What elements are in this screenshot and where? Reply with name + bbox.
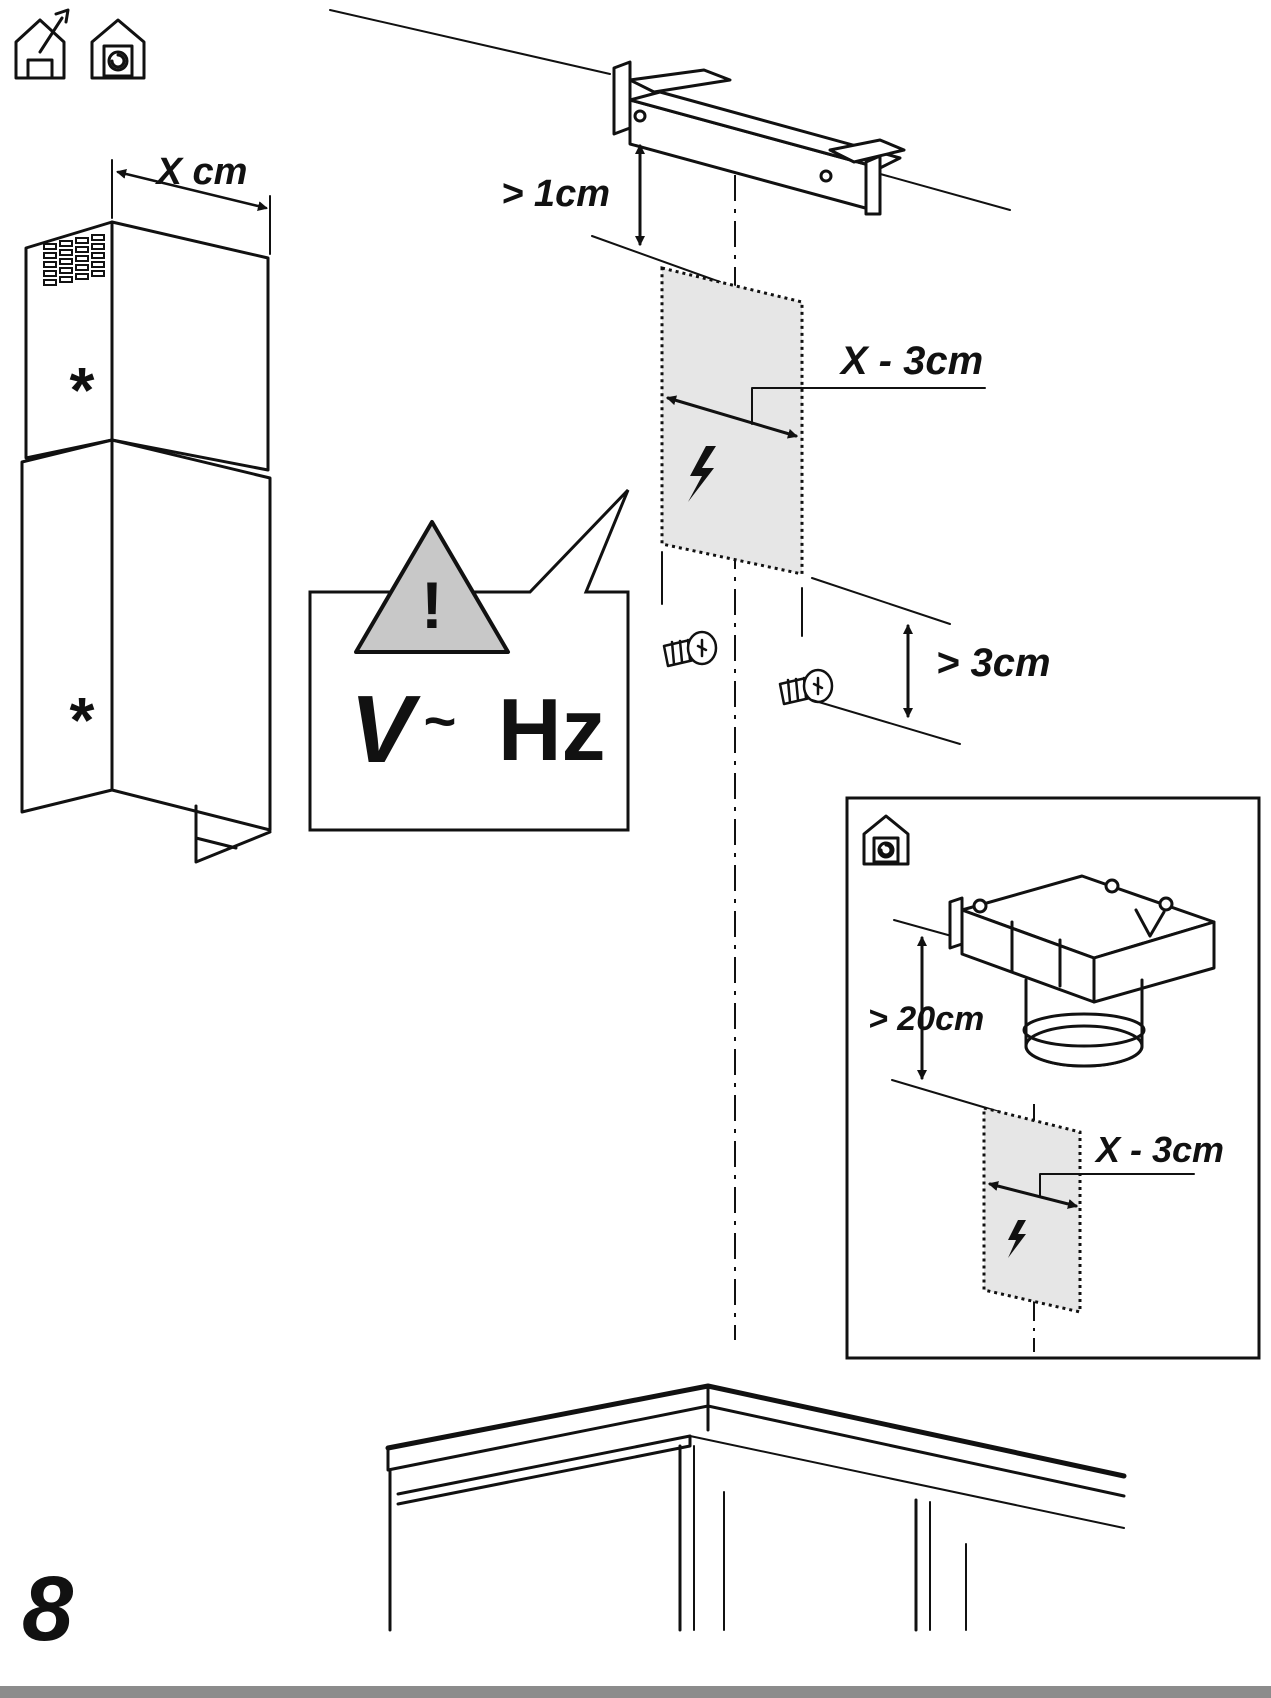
drill-guide-lines xyxy=(661,551,803,637)
warning-exclamation: ! xyxy=(421,568,443,642)
screw-gap-dimension xyxy=(811,577,961,745)
carbon-filter-box xyxy=(948,874,1216,1068)
tilde-symbol: ~ xyxy=(424,689,457,752)
kitchen-cabinet xyxy=(385,1383,1127,1632)
wall-plug-screw-right xyxy=(778,668,834,706)
inset-power-socket-area xyxy=(982,1106,1082,1314)
inset-socket-width-label: X - 3cm xyxy=(1094,1129,1224,1170)
wall-plug-screw-left xyxy=(662,630,718,668)
frequency-symbol: Hz xyxy=(498,680,606,779)
socket-width-dimension xyxy=(666,387,986,439)
socket-width-label: X - 3cm xyxy=(839,339,983,383)
ceiling-bracket xyxy=(612,60,906,216)
chimney-mark-upper: * xyxy=(70,354,95,426)
inset-recirculation-house-icon xyxy=(862,814,910,866)
electrical-warning-box xyxy=(308,488,630,832)
inset-lightning-icon xyxy=(1008,1220,1026,1258)
ducted-house-icon xyxy=(14,8,70,80)
chimney-width-label: X cm xyxy=(155,151,248,193)
lightning-icon xyxy=(688,446,716,502)
step-number: 8 xyxy=(22,1558,74,1660)
chimney-vent-grille xyxy=(43,234,105,286)
warning-triangle-icon xyxy=(354,520,510,654)
recirculation-house-icon xyxy=(90,18,146,80)
inset-gap-dimension xyxy=(891,936,1001,1113)
power-socket-area xyxy=(660,266,804,576)
bracket-gap-label: > 1cm xyxy=(501,173,610,215)
chimney-mark-lower: * xyxy=(70,684,95,756)
screw-gap-label: > 3cm xyxy=(936,641,1051,685)
bracket-gap-dimension xyxy=(591,144,721,283)
inset-socket-width-dimension xyxy=(988,1173,1195,1209)
inset-gap-label: > 20cm xyxy=(868,1000,984,1038)
chimney-cover xyxy=(20,220,272,864)
page-footer-bar xyxy=(0,1686,1271,1698)
voltage-symbol: V xyxy=(350,676,421,783)
chimney-width-dimension xyxy=(111,159,271,255)
